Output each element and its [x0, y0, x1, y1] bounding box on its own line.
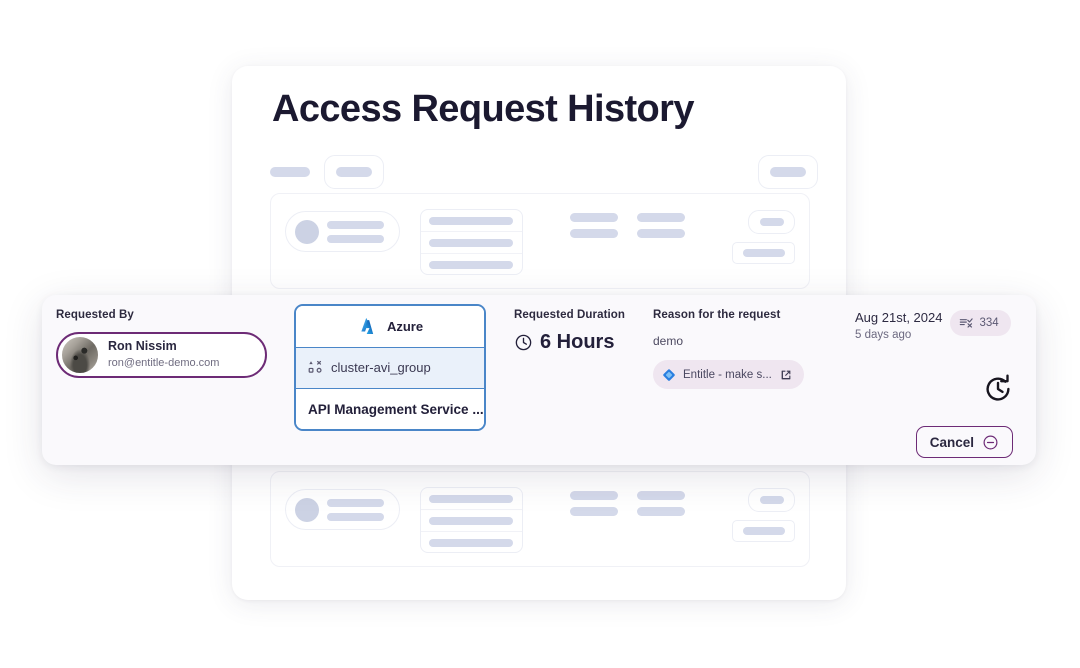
skeleton-list-item — [421, 232, 522, 254]
task-list-icon — [959, 316, 974, 330]
skeleton-list-item — [421, 488, 522, 510]
requested-by-section: Requested By Ron Nissim ron@entitle-demo… — [56, 309, 267, 378]
access-request-detail-card: Requested By Ron Nissim ron@entitle-demo… — [42, 295, 1036, 465]
skeleton-column — [637, 213, 685, 238]
skeleton-bar — [742, 527, 785, 535]
skeleton-bar — [429, 539, 513, 547]
skeleton-request-row — [270, 193, 810, 289]
status-badge[interactable]: 334 — [950, 310, 1011, 336]
skeleton-bar — [327, 512, 384, 521]
resource-group-name: cluster-avi_group — [331, 360, 431, 376]
minus-circle-icon — [982, 434, 999, 451]
skeleton-bar — [336, 167, 372, 177]
skeleton-toolbar-label — [270, 167, 310, 177]
request-relative-time: 5 days ago — [855, 328, 912, 341]
skeleton-toolbar — [270, 155, 818, 189]
request-meta-section: Aug 21st, 2024 5 days ago 334 — [855, 309, 1025, 458]
ticket-label: Entitle - make s... — [683, 368, 772, 381]
skeleton-bar — [742, 249, 785, 257]
skeleton-bar — [327, 220, 384, 229]
skeleton-bar — [327, 234, 384, 243]
skeleton-request-row — [270, 471, 810, 567]
skeleton-user-lines — [327, 220, 384, 243]
requested-duration-value: 6 Hours — [540, 331, 615, 353]
skeleton-user-lines — [327, 498, 384, 521]
skeleton-bar — [570, 213, 618, 222]
skeleton-columns — [570, 213, 685, 238]
requester-meta: Ron Nissim ron@entitle-demo.com — [108, 339, 219, 370]
skeleton-bar — [759, 496, 784, 504]
request-date: Aug 21st, 2024 — [855, 310, 943, 325]
azure-logo-icon — [357, 316, 377, 336]
requested-duration-section: Requested Duration 6 Hours — [514, 309, 625, 354]
request-dates: Aug 21st, 2024 5 days ago — [855, 309, 942, 343]
skeleton-columns — [570, 491, 685, 516]
skeleton-bar — [637, 213, 685, 222]
skeleton-actions — [732, 488, 795, 542]
skeleton-bar — [429, 238, 513, 247]
skeleton-bar — [327, 498, 384, 507]
skeleton-column — [570, 491, 618, 516]
clock-icon — [514, 333, 533, 352]
avatar — [61, 336, 99, 374]
skeleton-badge — [748, 210, 795, 234]
cancel-button-label: Cancel — [929, 434, 974, 450]
requested-by-label: Requested By — [56, 309, 134, 321]
skeleton-resource-list — [420, 209, 523, 275]
skeleton-list-item — [421, 210, 522, 232]
skeleton-resource-list — [420, 487, 523, 553]
cancel-button[interactable]: Cancel — [915, 426, 1013, 458]
requester-email: ron@entitle-demo.com — [108, 356, 220, 369]
skeleton-bar — [429, 494, 513, 503]
skeleton-toolbar-action[interactable] — [758, 155, 818, 189]
ticket-link-chip[interactable]: Entitle - make s... — [653, 360, 804, 389]
skeleton-avatar — [295, 219, 319, 244]
skeleton-actions — [732, 210, 795, 264]
reason-text: demo — [653, 334, 684, 348]
resource-app-name: Azure — [386, 318, 424, 334]
jira-diamond-icon — [662, 368, 676, 382]
page-title: Access Request History — [272, 88, 694, 130]
skeleton-bar — [429, 261, 513, 269]
resource-group-row[interactable]: cluster-avi_group — [296, 347, 484, 389]
skeleton-avatar — [295, 497, 319, 522]
skeleton-bar — [429, 216, 513, 225]
clock-refresh-icon — [983, 374, 1013, 404]
reason-section: Reason for the request demo Entitle - ma… — [653, 309, 804, 389]
skeleton-bar — [570, 507, 618, 516]
resource-selector[interactable]: Azure cluster-avi_group API Management S… — [294, 304, 486, 431]
skeleton-column — [570, 213, 618, 238]
requested-duration-value-row: 6 Hours — [514, 331, 625, 354]
skeleton-list-item — [421, 510, 522, 532]
resource-permission-name: API Management Service ... — [308, 402, 484, 418]
requested-duration-label: Requested Duration — [514, 309, 626, 321]
extend-access-button[interactable] — [983, 374, 1013, 409]
skeleton-button[interactable] — [732, 242, 795, 264]
request-meta-row: Aug 21st, 2024 5 days ago 334 — [855, 309, 1025, 343]
reason-label: Reason for the request — [653, 309, 781, 321]
requester-name: Ron Nissim — [108, 339, 177, 354]
skeleton-bar — [637, 507, 685, 516]
skeleton-bar — [759, 218, 784, 226]
skeleton-user-chip — [285, 489, 400, 530]
resource-app-row[interactable]: Azure — [296, 306, 484, 348]
skeleton-bar — [429, 516, 513, 525]
resource-permission-row[interactable]: API Management Service ... — [296, 389, 484, 429]
skeleton-list-item — [421, 254, 522, 276]
skeleton-column — [637, 491, 685, 516]
status-badge-count: 334 — [979, 317, 999, 329]
skeleton-bar — [637, 491, 685, 500]
skeleton-list-item — [421, 532, 522, 554]
skeleton-toolbar-filter[interactable] — [324, 155, 384, 189]
skeleton-bar — [637, 229, 685, 238]
skeleton-bar — [770, 167, 806, 177]
skeleton-button[interactable] — [732, 520, 795, 542]
skeleton-badge — [748, 488, 795, 512]
cluster-group-icon — [308, 360, 323, 375]
skeleton-user-chip — [285, 211, 400, 252]
requester-chip[interactable]: Ron Nissim ron@entitle-demo.com — [56, 332, 267, 378]
external-link-icon[interactable] — [779, 368, 793, 382]
skeleton-bar — [570, 491, 618, 500]
skeleton-bar — [570, 229, 618, 238]
